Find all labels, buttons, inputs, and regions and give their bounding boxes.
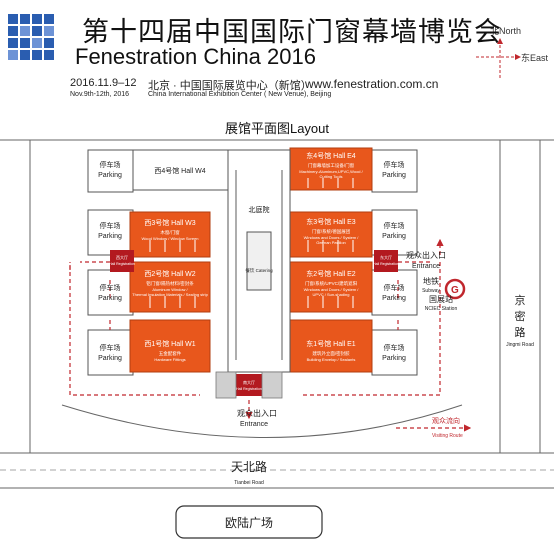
- subway-cn: 地铁: [423, 276, 439, 286]
- hall-w3-name: 西3号馆 Hall W3: [144, 218, 195, 227]
- jingmi-road-en: Jingmi Road: [506, 342, 534, 348]
- hall-w2-category-cn: 铝门窗/隔热材料/密封条: [146, 280, 194, 287]
- oulu-square-box: [175, 505, 323, 539]
- parking-label: 停车场: [100, 221, 121, 230]
- station-cn: 国展站: [429, 294, 453, 304]
- central-corridor: [227, 149, 291, 373]
- hall-e4-name: 东4号馆 Hall E4: [306, 151, 356, 160]
- north-court-label: 北庭院: [249, 205, 270, 214]
- svg-text:密: 密: [515, 309, 526, 323]
- tianbei-road-cn: 天北路: [231, 459, 267, 474]
- hall-w2-category-en: Aluminum Window /: [152, 287, 188, 292]
- jingmi-road-cn: 京: [515, 293, 526, 307]
- registration-east-en: Hall Registration: [373, 262, 399, 266]
- parking-label: 停车场: [384, 221, 405, 230]
- parking-label: Parking: [382, 233, 406, 240]
- hall-e3-category-cn: 门窗/系统/德国展团: [312, 228, 351, 235]
- station-en: NCIEC Station: [425, 306, 458, 312]
- hall-w2-name: 西2号馆 Hall W2: [144, 269, 195, 278]
- parking-label: 停车场: [384, 160, 405, 169]
- parking-label: 停车场: [100, 343, 121, 352]
- hall-e4-category-en: Machinery-Aluminum,UPVC,Wood /: [299, 169, 363, 174]
- entrance-east-cn: 观众出入口: [406, 250, 446, 260]
- venue-en: China International Exhibition Center ( …: [148, 91, 332, 98]
- parking-label: 停车场: [384, 343, 405, 352]
- registration-east-cn: 东大厅: [380, 254, 392, 260]
- corridor-arrows: [235, 170, 283, 360]
- entrance-blocks: [215, 371, 283, 399]
- hall-w1-category-cn: 五金配套件: [159, 350, 182, 357]
- parking-label: Parking: [382, 355, 406, 362]
- compass: 北North 东East: [476, 26, 549, 80]
- parking-label: Parking: [98, 172, 122, 179]
- hall-arrows: [149, 178, 354, 308]
- visiting-route-en: Visiting Route: [432, 433, 463, 439]
- parking-label: 停车场: [100, 160, 121, 169]
- subway-icon: G: [444, 278, 466, 300]
- title-en: Fenestration China 2016: [75, 44, 316, 69]
- hall-w3-category-en: Wood Window / Window Screen: [141, 236, 198, 241]
- hall-e2-name: 东2号馆 Hall E2: [306, 269, 356, 278]
- parking-label: Parking: [98, 295, 122, 302]
- registration-west-cn: 西大厅: [116, 254, 128, 260]
- registration-south-cn: 南大厅: [243, 379, 255, 385]
- parking-label: 停车场: [100, 283, 121, 292]
- hall-w3-category-cn: 木窗/门窗: [160, 229, 180, 236]
- entrance-south-cn: 观众出入口: [237, 408, 277, 418]
- parking-label: Parking: [98, 355, 122, 362]
- compass-north: 北North: [490, 26, 521, 36]
- parking-lots: [87, 149, 418, 376]
- hall-e3-name: 东3号馆 Hall E3: [306, 217, 356, 226]
- date-en: Nov.9th-12th, 2016: [70, 91, 130, 98]
- hall-e2-category-en: UPVC / Sun-shading: [313, 292, 350, 297]
- hall-e1-name: 东1号馆 Hall E1: [306, 339, 356, 348]
- hall-w1-name: 西1号馆 Hall W1: [144, 339, 195, 348]
- registration-west-en: Hall Registration: [109, 262, 135, 266]
- catering-label: 餐饮 Catering: [245, 267, 273, 274]
- date-cn: 2016.11.9–12: [70, 77, 137, 89]
- website-link[interactable]: www.fenestration.com.cn: [305, 77, 439, 91]
- hall-e2-category-cn: 门窗/系统/UPVC/建筑遮阳: [305, 280, 358, 287]
- hall-e1-category-cn: 建筑外立面/密封胶: [312, 350, 350, 357]
- hall-e4-category-cn: 门窗幕墙加工设备/门窗: [308, 162, 355, 169]
- hall-e2-category-en: Windows and Doors / System /: [304, 287, 360, 292]
- compass-east: 东East: [521, 52, 549, 63]
- layout-title: 展馆平面图Layout: [225, 121, 329, 136]
- oulu-square-label: 欧陆广场: [225, 515, 273, 530]
- hall-w1-category-en: Hardware Fittings: [154, 357, 185, 362]
- hall-e1-category-en: Building Envelop / Sealants: [307, 357, 356, 362]
- svg-text:路: 路: [515, 326, 526, 339]
- visiting-route-cn: 观众流向: [432, 416, 460, 425]
- entrance-south-en: Entrance: [240, 421, 268, 428]
- svg-text:G: G: [451, 285, 459, 296]
- hall-e4-category-en: Cutting Tools: [319, 174, 342, 179]
- registration-south-en: Hall Registration: [236, 387, 262, 391]
- hall-w4-name: 西4号馆 Hall W4: [154, 166, 205, 175]
- visiting-routes: [69, 238, 472, 432]
- hall-e3-category-en: Windows and Doors / System /: [304, 235, 360, 240]
- title-cn: 第十四届中国国际门窗幕墙博览会: [82, 17, 502, 47]
- registration-halls: [110, 250, 398, 396]
- hall-w2-category-en: Thermal Insulation Materials / Sealing s…: [132, 292, 208, 297]
- parking-label: Parking: [382, 172, 406, 179]
- parking-label: Parking: [382, 295, 406, 302]
- logo-mark: [8, 14, 54, 60]
- hall-e3-category-en: German Pavilion: [316, 240, 346, 245]
- hall-w4-shape: [132, 149, 229, 191]
- subway-en: Subway: [422, 288, 440, 294]
- roads: [0, 139, 554, 489]
- entrance-east-en: Entrance: [412, 263, 440, 270]
- orange-halls: [129, 147, 373, 373]
- parking-label: 停车场: [384, 283, 405, 292]
- parking-label: Parking: [98, 233, 122, 240]
- venue-cn: 北京 · 中国国际展览中心（新馆）: [148, 80, 312, 92]
- tianbei-road-en: Tianbei Road: [234, 480, 264, 486]
